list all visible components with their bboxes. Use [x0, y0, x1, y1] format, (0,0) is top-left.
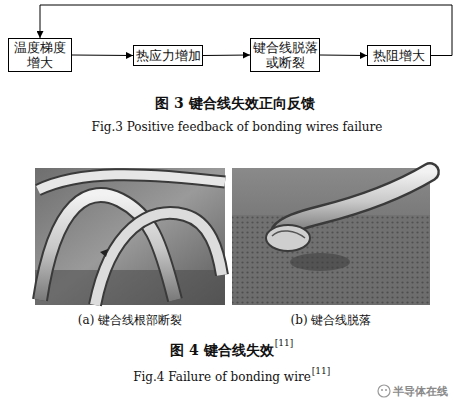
bonding-wire: [280, 172, 430, 232]
lift-shadow: [290, 253, 350, 271]
figure-caption: 图 3 键合线失效正向反馈: [155, 95, 315, 113]
wire-outline: [38, 175, 225, 190]
foot-detail: [272, 231, 305, 238]
box-label: 温度梯度 增大: [11, 40, 69, 70]
crack-mark: [100, 249, 108, 257]
photo-background: [35, 168, 225, 305]
process-box: 温度梯度 增大: [8, 38, 72, 72]
flow-arrow: [320, 55, 367, 57]
wire-loop: [38, 175, 225, 190]
icon-circle: [378, 385, 390, 397]
bond-foot: [266, 225, 310, 251]
figure-caption-en: Fig.3 Positive feedback of bonding wires…: [92, 120, 383, 134]
citation-mark: [11]: [312, 366, 330, 376]
process-box: 热应力增加: [133, 45, 203, 66]
box-label: 热应力增加: [136, 48, 201, 63]
photo-wire-break: [35, 168, 225, 305]
box-label: 热阻增大: [373, 48, 425, 63]
flow-arrow: [203, 55, 250, 57]
wire-loop: [95, 213, 222, 305]
box-label: 键合线脱落 或断裂: [253, 40, 318, 70]
process-box: 热阻增大: [367, 45, 431, 66]
wire-outline: [280, 172, 430, 232]
flow-arrow: [72, 55, 133, 57]
figure-caption: 图 4 键合线失效: [170, 342, 274, 360]
icon-dot: [381, 389, 383, 391]
watermark-icon: [378, 385, 390, 397]
citation-mark: [11]: [275, 338, 293, 348]
subfigure-caption: (b) 键合线脱落: [291, 312, 372, 329]
subfigure-caption: (a) 键合线根部断裂: [78, 312, 182, 329]
photo-background: [232, 168, 430, 305]
wire-outline: [95, 213, 222, 305]
pad-texture: [232, 215, 430, 305]
photo-wire-liftoff: [232, 168, 430, 305]
figure-caption-en: Fig.4 Failure of bonding wire: [133, 370, 311, 384]
photo-shadow: [35, 270, 225, 305]
watermark: 半导体在线: [393, 384, 448, 399]
icon-dot: [385, 389, 387, 391]
process-box: 键合线脱落 或断裂: [250, 38, 320, 72]
